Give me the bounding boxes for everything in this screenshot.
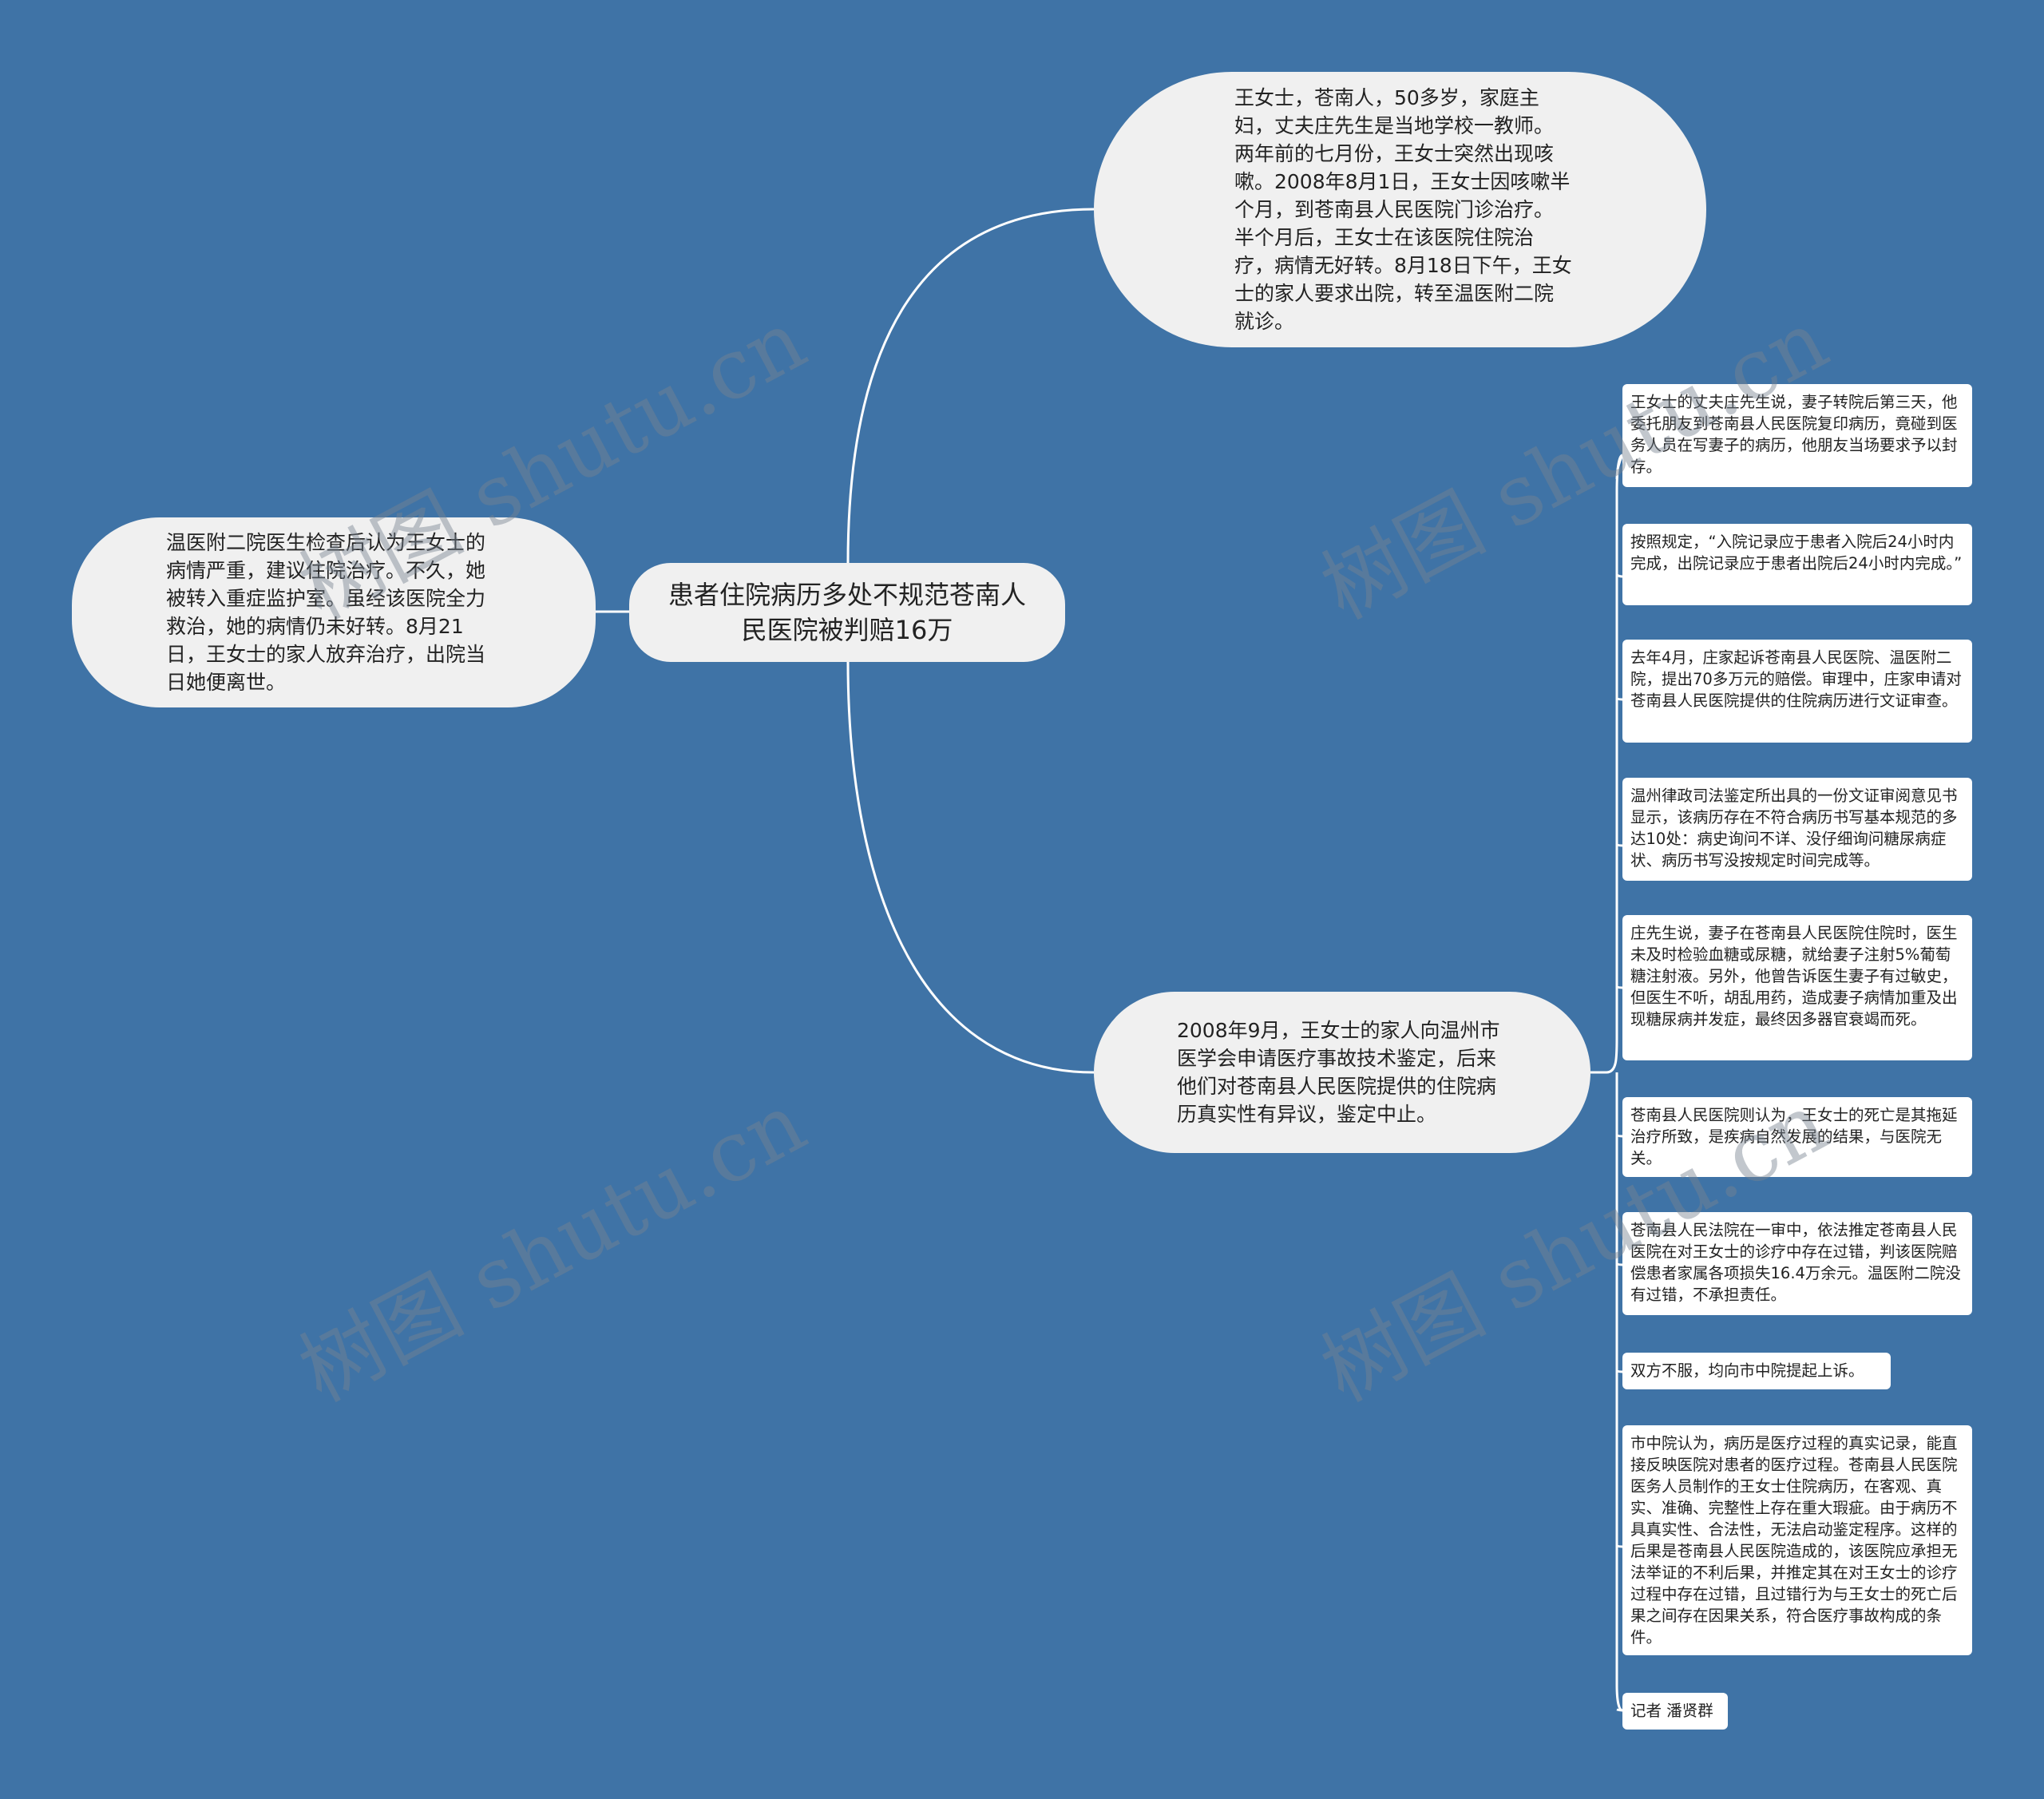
leaf-card[interactable]: 王女士的丈夫庄先生说，妻子转院后第三天，他委托朋友到苍南县人民医院复印病历，竟碰… bbox=[1622, 384, 1972, 487]
leaf-card[interactable]: 苍南县人民医院则认为，王女士的死亡是其拖延治疗所致，是疾病自然发展的结果，与医院… bbox=[1622, 1097, 1972, 1177]
connector-card-8 bbox=[1616, 1369, 1623, 1373]
connector-trunk bbox=[1606, 454, 1623, 1074]
central-topic[interactable]: 患者住院病历多处不规范苍南人民医院被判赔16万 bbox=[629, 563, 1065, 662]
connector-root-bottom bbox=[846, 661, 1095, 1074]
connector-card-4 bbox=[1616, 843, 1623, 847]
leaf-card[interactable]: 记者 潘贤群 bbox=[1622, 1693, 1728, 1730]
branch-node-bottom-text: 2008年9月，王女士的家人向温州市医学会申请医疗事故技术鉴定，后来他们对苍南县… bbox=[1177, 1019, 1500, 1126]
leaf-card-text: 去年4月，庄家起诉苍南县人民医院、温医附二院，提出70多万元的赔偿。审理中，庄家… bbox=[1630, 648, 1962, 710]
leaf-card-text: 记者 潘贤群 bbox=[1630, 1702, 1713, 1720]
connector-card-5 bbox=[1616, 985, 1623, 989]
leaf-card-text: 王女士的丈夫庄先生说，妻子转院后第三天，他委托朋友到苍南县人民医院复印病历，竟碰… bbox=[1630, 393, 1958, 476]
leaf-card-text: 温州律政司法鉴定所出具的一份文证审阅意见书显示，该病历存在不符合病历书写基本规范… bbox=[1630, 787, 1958, 870]
leaf-card[interactable]: 苍南县人民法院在一审中，依法推定苍南县人民医院在对王女士的诊疗中存在过错，判该医… bbox=[1622, 1212, 1972, 1315]
leaf-card[interactable]: 去年4月，庄家起诉苍南县人民医院、温医附二院，提出70多万元的赔偿。审理中，庄家… bbox=[1622, 640, 1972, 743]
leaf-card-text: 双方不服，均向市中院提起上诉。 bbox=[1630, 1361, 1864, 1380]
leaf-card-text: 市中院认为，病历是医疗过程的真实记录，能直接反映医院对患者的医疗过程。苍南县人民… bbox=[1630, 1434, 1958, 1646]
leaf-card-text: 苍南县人民医院则认为，王女士的死亡是其拖延治疗所致，是疾病自然发展的结果，与医院… bbox=[1630, 1106, 1958, 1167]
leaf-card-text: 苍南县人民法院在一审中，依法推定苍南县人民医院在对王女士的诊疗中存在过错，判该医… bbox=[1630, 1221, 1961, 1304]
connector-card-9 bbox=[1616, 1544, 1623, 1548]
leaf-card-text: 庄先生说，妻子在苍南县人民医院住院时，医生未及时检验血糖或尿糖，就给妻子注射5%… bbox=[1630, 924, 1958, 1028]
central-topic-label: 患者住院病历多处不规范苍南人民医院被判赔16万 bbox=[667, 580, 1026, 645]
branch-node-left-text: 温医附二院医生检查后认为王女士的病情严重，建议住院治疗。不久，她被转入重症监护室… bbox=[166, 531, 486, 694]
leaf-card[interactable]: 庄先生说，妻子在苍南县人民医院住院时，医生未及时检验血糖或尿糖，就给妻子注射5%… bbox=[1622, 915, 1972, 1060]
connector-card-6 bbox=[1616, 1134, 1623, 1138]
connector-trunk-down bbox=[1615, 1072, 1623, 1712]
leaf-card[interactable]: 市中院认为，病历是医疗过程的真实记录，能直接反映医院对患者的医疗过程。苍南县人民… bbox=[1622, 1425, 1972, 1655]
leaf-card[interactable]: 温州律政司法鉴定所出具的一份文证审阅意见书显示，该病历存在不符合病历书写基本规范… bbox=[1622, 778, 1972, 881]
branch-node-top-text: 王女士，苍南人，50多岁，家庭主妇，丈夫庄先生是当地学校一教师。两年前的七月份，… bbox=[1234, 86, 1572, 333]
connector-card-1 bbox=[1615, 454, 1624, 480]
branch-node-bottom[interactable]: 2008年9月，王女士的家人向温州市医学会申请医疗事故技术鉴定，后来他们对苍南县… bbox=[1094, 992, 1590, 1153]
connector-root-top bbox=[846, 208, 1095, 564]
branch-node-top[interactable]: 王女士，苍南人，50多岁，家庭主妇，丈夫庄先生是当地学校一教师。两年前的七月份，… bbox=[1094, 72, 1706, 347]
leaf-card[interactable]: 双方不服，均向市中院提起上诉。 bbox=[1622, 1353, 1891, 1389]
leaf-card[interactable]: 按照规定，“入院记录应于患者入院后24小时内完成，出院记录应于患者出院后24小时… bbox=[1622, 524, 1972, 605]
connector-card-7 bbox=[1616, 1262, 1623, 1266]
leaf-card-text: 按照规定，“入院记录应于患者入院后24小时内完成，出院记录应于患者出院后24小时… bbox=[1630, 533, 1963, 573]
connector-card-2 bbox=[1616, 573, 1623, 578]
branch-node-left[interactable]: 温医附二院医生检查后认为王女士的病情严重，建议住院治疗。不久，她被转入重症监护室… bbox=[72, 517, 596, 707]
